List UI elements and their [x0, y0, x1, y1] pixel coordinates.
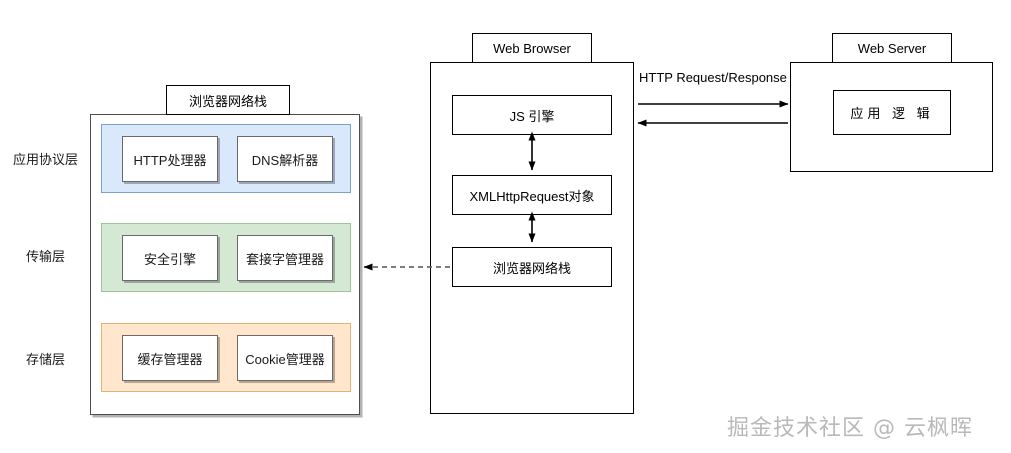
web-server-title-label: Web Server	[857, 40, 927, 56]
http-handler-label: HTTP处理器	[133, 152, 207, 168]
layer-label-application-protocol: 应用协议层	[13, 149, 78, 168]
application-logic-box[interactable]: 应用 逻 辑	[833, 90, 951, 135]
watermark-text: 掘金技术社区 @ 云枫晖	[727, 416, 973, 441]
web-browser-title-tab: Web Browser	[472, 33, 592, 63]
layer-label-storage-text: 存储层	[26, 352, 66, 367]
web-browser-title-label: Web Browser	[493, 40, 571, 56]
dns-resolver-label: DNS解析器	[251, 152, 319, 168]
security-engine-box[interactable]: 安全引擎	[122, 235, 218, 281]
web-server-title-tab: Web Server	[832, 33, 952, 63]
xmlhttprequest-label: XMLHttpRequest对象	[469, 188, 595, 204]
browser-network-stack-label: 浏览器网络栈	[492, 260, 571, 276]
layer-label-application-protocol-text: 应用协议层	[13, 152, 79, 167]
cookie-manager-box[interactable]: Cookie管理器	[237, 335, 333, 381]
left-panel-title-label: 浏览器网络栈	[188, 93, 267, 109]
cache-manager-label: 缓存管理器	[137, 351, 203, 367]
layer-label-transport: 传输层	[26, 246, 65, 265]
browser-network-stack-box[interactable]: 浏览器网络栈	[452, 247, 612, 287]
socket-manager-label: 套接字管理器	[245, 251, 324, 267]
application-logic-label: 应用 逻 辑	[850, 106, 934, 121]
security-engine-label: 安全引擎	[143, 251, 196, 267]
http-request-response-label: HTTP Request/Response	[639, 70, 787, 85]
js-engine-box[interactable]: JS 引擎	[452, 95, 612, 135]
js-engine-label: JS 引擎	[509, 108, 555, 124]
browser-network-stack-container: HTTP处理器 DNS解析器 安全引擎 套接字管理器 缓存管理器 Cookie管…	[90, 114, 360, 415]
left-panel-title-tab: 浏览器网络栈	[166, 85, 290, 115]
http-request-response-text: HTTP Request/Response	[639, 70, 787, 85]
cookie-manager-label: Cookie管理器	[245, 351, 325, 367]
cache-manager-box[interactable]: 缓存管理器	[122, 335, 218, 381]
xmlhttprequest-box[interactable]: XMLHttpRequest对象	[452, 175, 612, 215]
http-handler-box[interactable]: HTTP处理器	[122, 136, 218, 182]
watermark: 掘金技术社区 @ 云枫晖	[727, 410, 973, 442]
dns-resolver-box[interactable]: DNS解析器	[237, 136, 333, 182]
socket-manager-box[interactable]: 套接字管理器	[237, 235, 333, 281]
layer-label-storage: 存储层	[26, 349, 65, 368]
layer-label-transport-text: 传输层	[26, 249, 66, 264]
